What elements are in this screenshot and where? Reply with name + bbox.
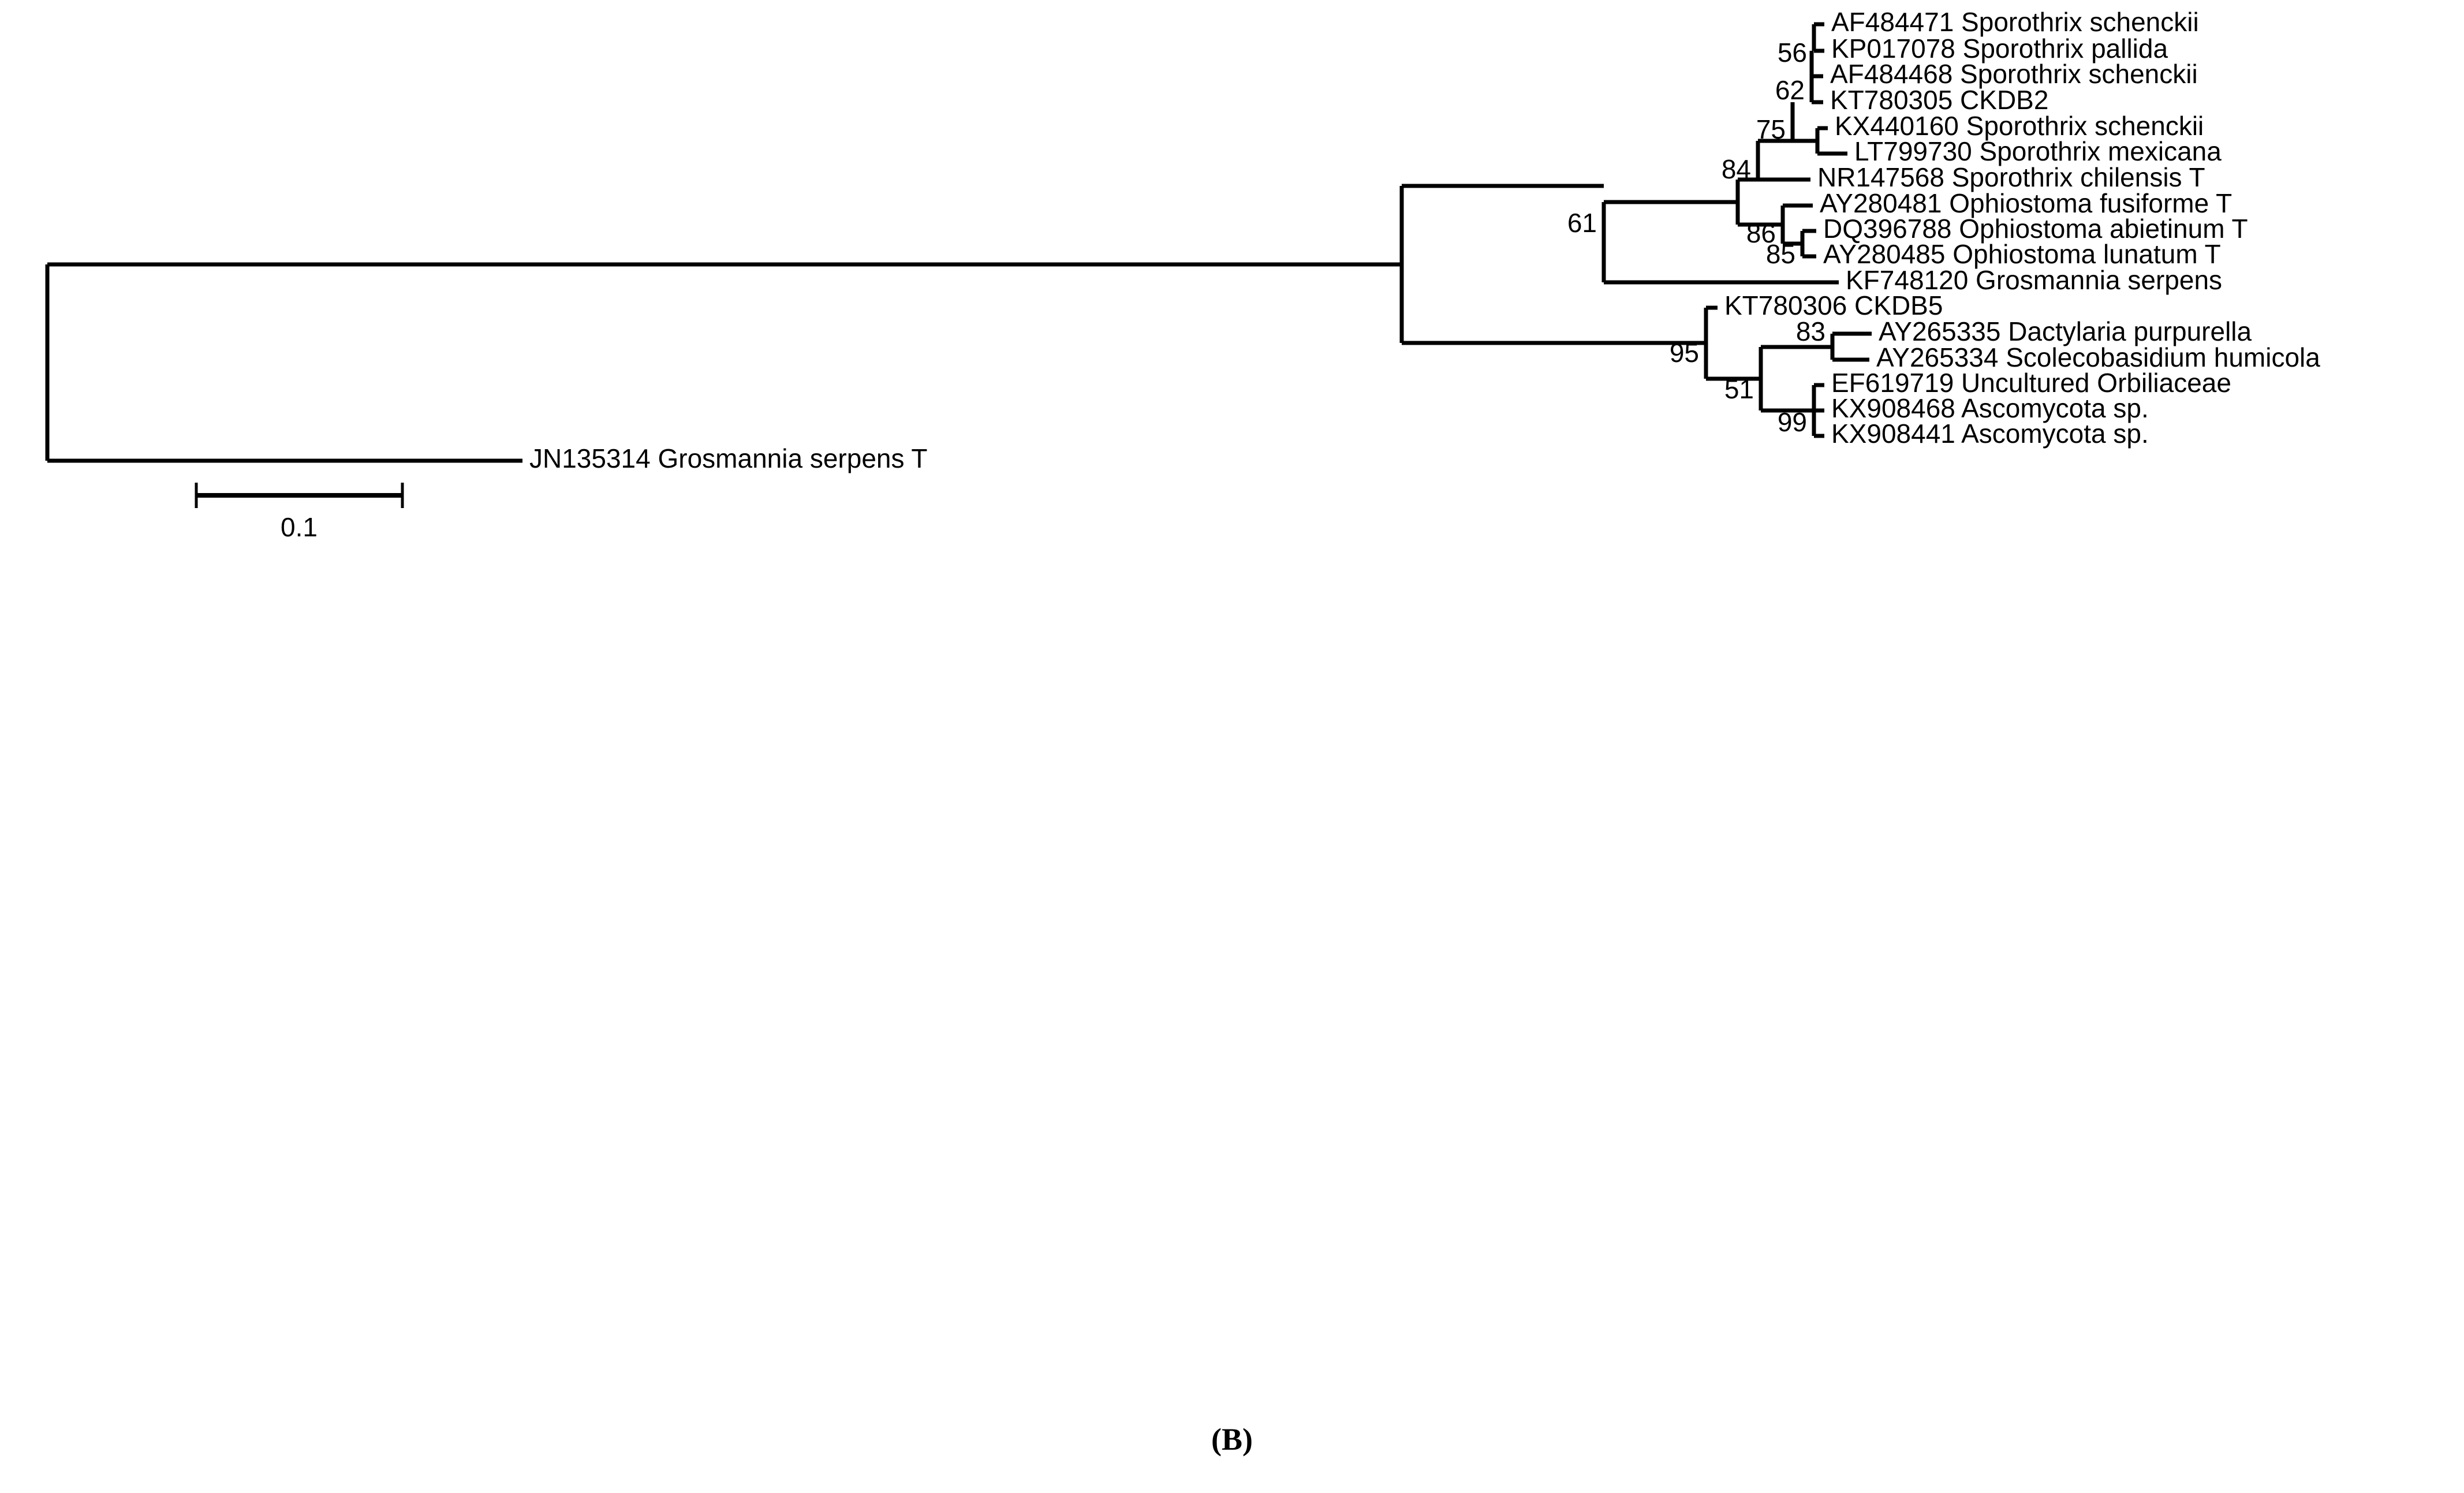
taxon-label-t7: NR147568 Sporothrix chilensis T <box>1817 162 2205 192</box>
support-value-75: 75 <box>1756 114 1786 144</box>
support-value-62: 62 <box>1775 75 1805 105</box>
support-value-51: 51 <box>1724 374 1754 404</box>
scale-bar-label: 0.1 <box>281 512 318 542</box>
support-value-61: 61 <box>1567 208 1597 238</box>
taxon-label-t9: DQ396788 Ophiostoma abietinum T <box>1823 214 2248 244</box>
taxon-label-t6: LT799730 Sporothrix mexicana <box>1854 136 2222 166</box>
support-value-83: 83 <box>1796 316 1825 346</box>
panel-label: (B) <box>1211 1422 1253 1457</box>
taxon-label-t13: AY265335 Dactylaria purpurella <box>1879 316 2252 346</box>
taxon-label-t2: KP017078 Sporothrix pallida <box>1831 33 2168 64</box>
taxon-label-t18: JN135314 Grosmannia serpens T <box>529 443 928 473</box>
support-value-99: 99 <box>1778 407 1807 437</box>
taxon-label-t1: AF484471 Sporothrix schenckii <box>1831 7 2199 37</box>
support-value-95: 95 <box>1670 338 1699 368</box>
taxon-label-t5: KX440160 Sporothrix schenckii <box>1835 111 2204 141</box>
support-value-84: 84 <box>1722 154 1751 184</box>
taxon-label-t10: AY280485 Ophiostoma lunatum T <box>1823 239 2221 269</box>
taxon-label-t17: KX908441 Ascomycota sp. <box>1831 419 2149 449</box>
support-value-86: 86 <box>1746 218 1776 248</box>
taxon-label-t8: AY280481 Ophiostoma fusiforme T <box>1820 188 2232 218</box>
support-value-56: 56 <box>1778 38 1807 68</box>
taxon-label-t11: KF748120 Grosmannia serpens <box>1846 265 2222 295</box>
taxon-label-t15: EF619719 Uncultured Orbiliaceae <box>1831 368 2231 398</box>
taxon-label-t16: KX908468 Ascomycota sp. <box>1831 393 2149 423</box>
taxon-label-t4: KT780305 CKDB2 <box>1830 85 2048 115</box>
taxon-label-t3: AF484468 Sporothrix schenckii <box>1830 59 2198 89</box>
support-value-85: 85 <box>1766 239 1795 269</box>
taxon-label-t14: AY265334 Scolecobasidium humicola <box>1876 342 2320 372</box>
taxon-label-t12: KT780306 CKDB5 <box>1724 290 1943 320</box>
